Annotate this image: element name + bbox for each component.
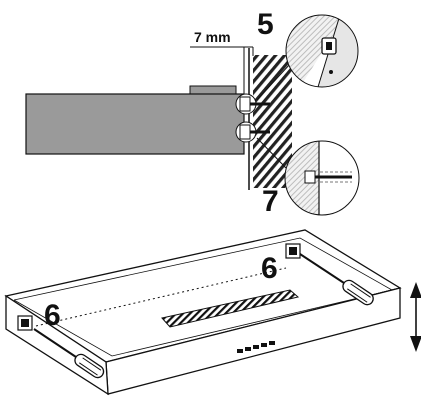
wall-hatch bbox=[253, 55, 292, 188]
detail-circle-7 bbox=[284, 140, 360, 216]
screwdriver-left bbox=[33, 328, 105, 379]
screw-detail bbox=[304, 170, 316, 184]
leader-line-7 bbox=[256, 137, 287, 169]
detail-circle-5 bbox=[285, 14, 359, 88]
bracket-plate-lower bbox=[239, 124, 251, 140]
vertical-arrow-icon bbox=[410, 282, 421, 352]
panel-slot bbox=[161, 289, 300, 328]
panel-inner-edge bbox=[13, 237, 394, 357]
leader-line-5 bbox=[256, 63, 291, 101]
shelf-side-view bbox=[25, 85, 245, 155]
bracket-plate-upper bbox=[239, 96, 251, 112]
bracket-left bbox=[17, 315, 33, 331]
wall-bracket-upper bbox=[235, 93, 270, 115]
shelf-panel bbox=[4, 229, 402, 396]
shelf-top-block bbox=[189, 85, 237, 95]
step-5-label: 5 bbox=[257, 8, 274, 41]
wall-bracket-lower bbox=[235, 121, 270, 143]
step-6-left-label: 6 bbox=[44, 299, 61, 332]
step-6-right-label: 6 bbox=[261, 252, 278, 285]
gap-dimension: 7 mm bbox=[190, 29, 254, 96]
bracket-right bbox=[285, 243, 301, 259]
shelf-body bbox=[25, 93, 245, 155]
wall-section bbox=[248, 48, 292, 190]
front-vent bbox=[237, 341, 275, 353]
step-7-label: 7 bbox=[262, 185, 279, 218]
gap-label: 7 mm bbox=[194, 29, 231, 45]
screwdriver-right bbox=[299, 253, 374, 306]
